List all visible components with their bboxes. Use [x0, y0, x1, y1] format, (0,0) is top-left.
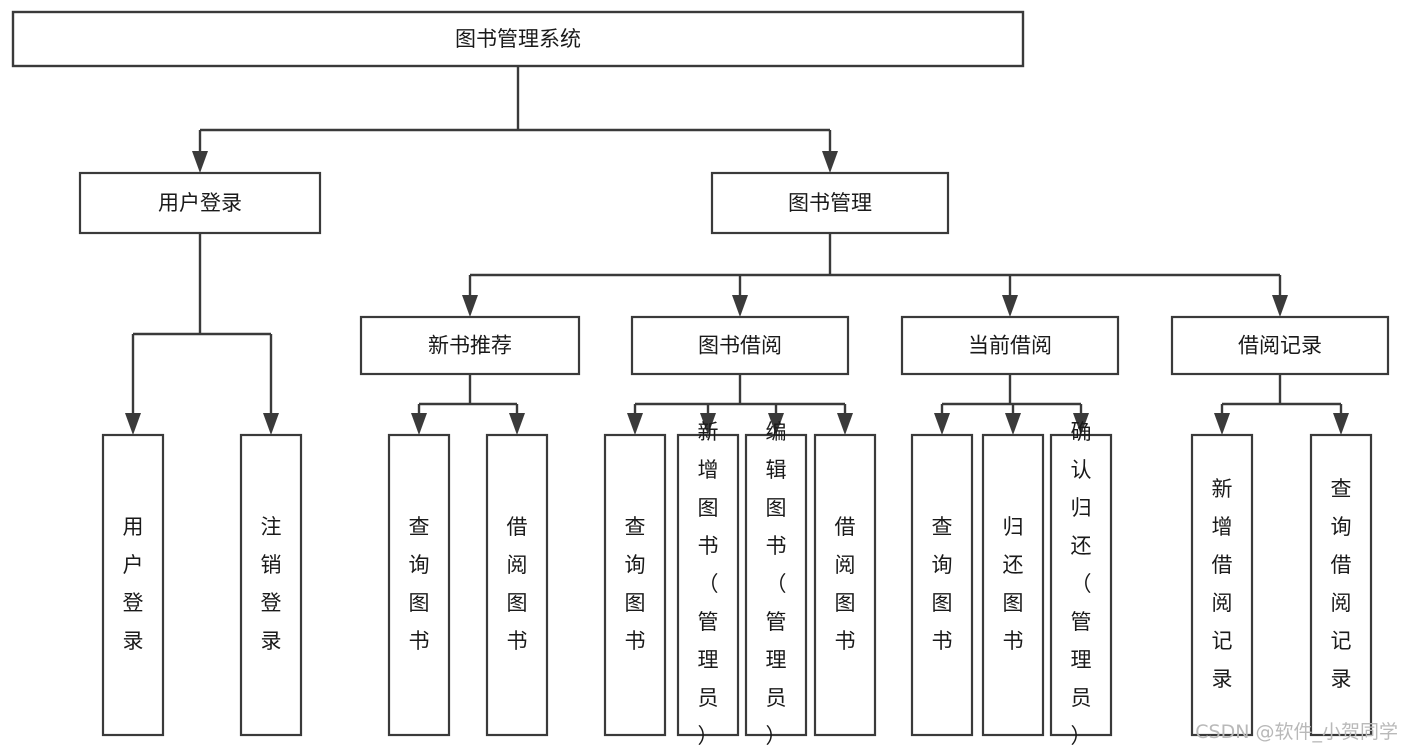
- node-box[interactable]: [630, 315, 850, 376]
- node-borrow[interactable]: 图书借阅: [630, 315, 850, 376]
- node-bo-edit[interactable]: 编辑图书（管理员）: [744, 420, 808, 747]
- node-cu-query[interactable]: 查询图书: [910, 433, 974, 737]
- connector-group-root: [192, 66, 838, 173]
- arrow-head-icon: [627, 413, 643, 435]
- node-bo-query[interactable]: 查询图书: [603, 433, 667, 737]
- arrow-head-icon: [411, 413, 427, 435]
- node-label: 查询图书: [625, 515, 646, 653]
- node-login-do[interactable]: 用户登录: [101, 433, 165, 737]
- node-box[interactable]: [900, 315, 1120, 376]
- arrow-head-icon: [263, 413, 279, 435]
- node-cu-confirm[interactable]: 确认归还（管理员）: [1049, 420, 1113, 747]
- node-login[interactable]: 用户登录: [78, 171, 322, 235]
- arrow-head-icon: [1073, 413, 1089, 435]
- node-label: 查询借阅记录: [1331, 477, 1352, 691]
- arrow-head-icon: [1005, 413, 1021, 435]
- connector-group-login: [125, 233, 279, 435]
- arrow-head-icon: [1333, 413, 1349, 435]
- node-cu-return[interactable]: 归还图书: [981, 433, 1045, 737]
- node-label: 用户登录: [123, 515, 144, 653]
- node-label: 确认归还（管理员）: [1071, 420, 1092, 747]
- node-box[interactable]: [1309, 433, 1373, 737]
- arrow-head-icon: [822, 151, 838, 173]
- node-nb-query[interactable]: 查询图书: [387, 433, 451, 737]
- connector-group-newbook: [411, 374, 525, 435]
- node-login-out[interactable]: 注销登录: [239, 433, 303, 737]
- arrow-head-icon: [1214, 413, 1230, 435]
- node-box[interactable]: [78, 171, 322, 235]
- node-box[interactable]: [813, 433, 877, 737]
- node-newbook[interactable]: 新书推荐: [359, 315, 581, 376]
- arrow-head-icon: [934, 413, 950, 435]
- node-label: 归还图书: [1003, 515, 1024, 653]
- node-box[interactable]: [1190, 433, 1254, 737]
- node-label: 查询图书: [932, 515, 953, 653]
- node-layer: 图书管理系统用户登录图书管理新书推荐图书借阅当前借阅借阅记录用户登录注销登录查询…: [11, 10, 1390, 747]
- node-box[interactable]: [101, 433, 165, 737]
- connector-group-records: [1214, 374, 1349, 435]
- arrow-head-icon: [1272, 295, 1288, 317]
- node-bo-add[interactable]: 新增图书（管理员）: [676, 420, 740, 747]
- arrow-head-icon: [509, 413, 525, 435]
- node-box[interactable]: [485, 433, 549, 737]
- node-label: 当前借阅: [968, 334, 1052, 358]
- node-re-query[interactable]: 查询借阅记录: [1309, 433, 1373, 737]
- arrow-head-icon: [1002, 295, 1018, 317]
- connector-group-borrow: [627, 374, 853, 435]
- node-label: 查询图书: [409, 515, 430, 653]
- node-box[interactable]: [11, 10, 1025, 68]
- arrow-head-icon: [125, 413, 141, 435]
- node-label: 新增图书（管理员）: [698, 420, 719, 747]
- node-label: 注销登录: [261, 515, 282, 653]
- node-current[interactable]: 当前借阅: [900, 315, 1120, 376]
- node-label: 借阅记录: [1238, 334, 1322, 358]
- node-box[interactable]: [710, 171, 950, 235]
- node-label: 新书推荐: [428, 334, 512, 358]
- node-re-add[interactable]: 新增借阅记录: [1190, 433, 1254, 737]
- node-bookmgmt[interactable]: 图书管理: [710, 171, 950, 235]
- node-label: 借阅图书: [507, 515, 528, 653]
- arrow-head-icon: [192, 151, 208, 173]
- connector-group-current: [934, 374, 1089, 435]
- connector-layer: [125, 66, 1349, 435]
- arrow-head-icon: [768, 413, 784, 435]
- arrow-head-icon: [462, 295, 478, 317]
- arrow-head-icon: [700, 413, 716, 435]
- csdn-watermark: CSDN @软件_小贺同学: [1195, 721, 1398, 743]
- node-bo-borrow[interactable]: 借阅图书: [813, 433, 877, 737]
- node-label: 用户登录: [158, 191, 242, 215]
- node-box[interactable]: [1170, 315, 1390, 376]
- node-box[interactable]: [359, 315, 581, 376]
- node-label: 图书管理系统: [455, 27, 581, 51]
- node-box[interactable]: [910, 433, 974, 737]
- node-label: 图书借阅: [698, 334, 782, 358]
- node-box[interactable]: [603, 433, 667, 737]
- node-box[interactable]: [744, 433, 808, 737]
- node-root[interactable]: 图书管理系统: [11, 10, 1025, 68]
- node-box[interactable]: [1049, 433, 1113, 737]
- arrow-head-icon: [837, 413, 853, 435]
- connector-group-bookmgmt: [462, 233, 1288, 317]
- node-label: 图书管理: [788, 191, 872, 215]
- node-nb-borrow[interactable]: 借阅图书: [485, 433, 549, 737]
- node-box[interactable]: [239, 433, 303, 737]
- node-label: 借阅图书: [835, 515, 856, 653]
- node-label: 新增借阅记录: [1212, 477, 1233, 691]
- node-label: 编辑图书（管理员）: [766, 420, 787, 747]
- node-box[interactable]: [981, 433, 1045, 737]
- node-records[interactable]: 借阅记录: [1170, 315, 1390, 376]
- node-box[interactable]: [676, 433, 740, 737]
- node-box[interactable]: [387, 433, 451, 737]
- arrow-head-icon: [732, 295, 748, 317]
